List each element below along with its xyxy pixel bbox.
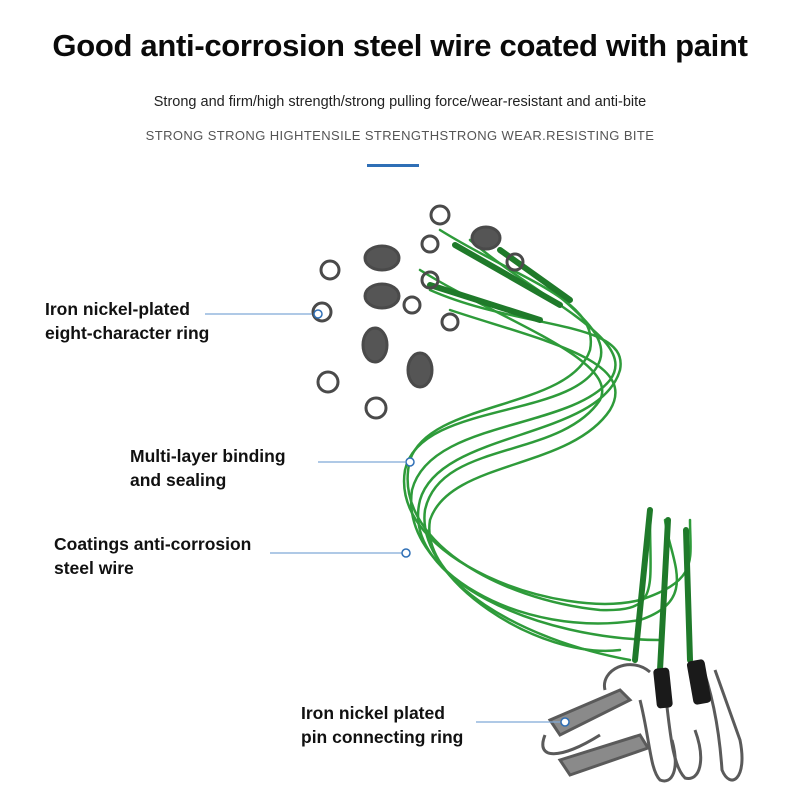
wire-lead: [657, 517, 671, 673]
snap: [557, 733, 651, 777]
wire-lead: [452, 242, 563, 308]
callout-line: pin connecting ring: [301, 727, 464, 747]
leader-dot: [405, 457, 415, 467]
snap: [547, 688, 633, 737]
wire-strand: [409, 238, 679, 625]
callout-line: Multi-layer binding: [130, 446, 286, 466]
crimp-sleeve: [686, 659, 712, 705]
swivel: [364, 312, 460, 420]
callout-swivel: Iron nickel-plated eight-character ring: [45, 297, 209, 345]
swivel: [319, 234, 440, 281]
wire-strand: [402, 260, 692, 605]
snap: [541, 733, 601, 756]
wire-lead: [683, 527, 693, 663]
caps-tagline: STRONG STRONG HIGHTENSILE STRENGTHSTRONG…: [145, 128, 655, 143]
snap: [698, 659, 744, 782]
wire-lead: [632, 507, 653, 663]
snap: [638, 699, 677, 783]
wire-strand: [428, 308, 632, 662]
callout-line: and sealing: [130, 470, 227, 490]
snaps: [541, 659, 744, 783]
leader-dot: [560, 717, 570, 727]
leader-dot: [313, 309, 323, 319]
wire-loops: [402, 228, 693, 673]
snap: [603, 663, 651, 691]
swivel: [311, 270, 440, 323]
leader-lines: [205, 313, 560, 723]
page-title: Good anti-corrosion steel wire coated wi…: [52, 28, 748, 63]
wire-strand: [416, 288, 662, 642]
callout-line: eight-character ring: [45, 323, 210, 343]
callout-binding: Multi-layer binding and sealing: [130, 444, 286, 492]
callout-line: Coatings anti-corrosion: [54, 534, 252, 554]
swivels: [311, 204, 525, 420]
swivel: [429, 204, 525, 272]
callout-coating: Coatings anti-corrosion steel wire: [54, 532, 251, 580]
wire-lead: [427, 282, 543, 323]
accent-divider: [367, 164, 419, 167]
callout-snap: Iron nickel plated pin connecting ring: [301, 701, 463, 749]
callout-line: steel wire: [54, 558, 134, 578]
callout-line: Iron nickel-plated: [45, 299, 190, 319]
snap: [663, 689, 703, 780]
swivel: [316, 295, 422, 394]
crimp-sleeve: [653, 667, 673, 709]
wire-strand: [418, 268, 622, 653]
leader-dot: [401, 548, 411, 558]
leader-dots: [313, 309, 570, 727]
callout-line: Iron nickel plated: [301, 703, 445, 723]
wire-lead: [497, 247, 573, 303]
page-subtitle: Strong and firm/high strength/strong pul…: [153, 94, 647, 110]
